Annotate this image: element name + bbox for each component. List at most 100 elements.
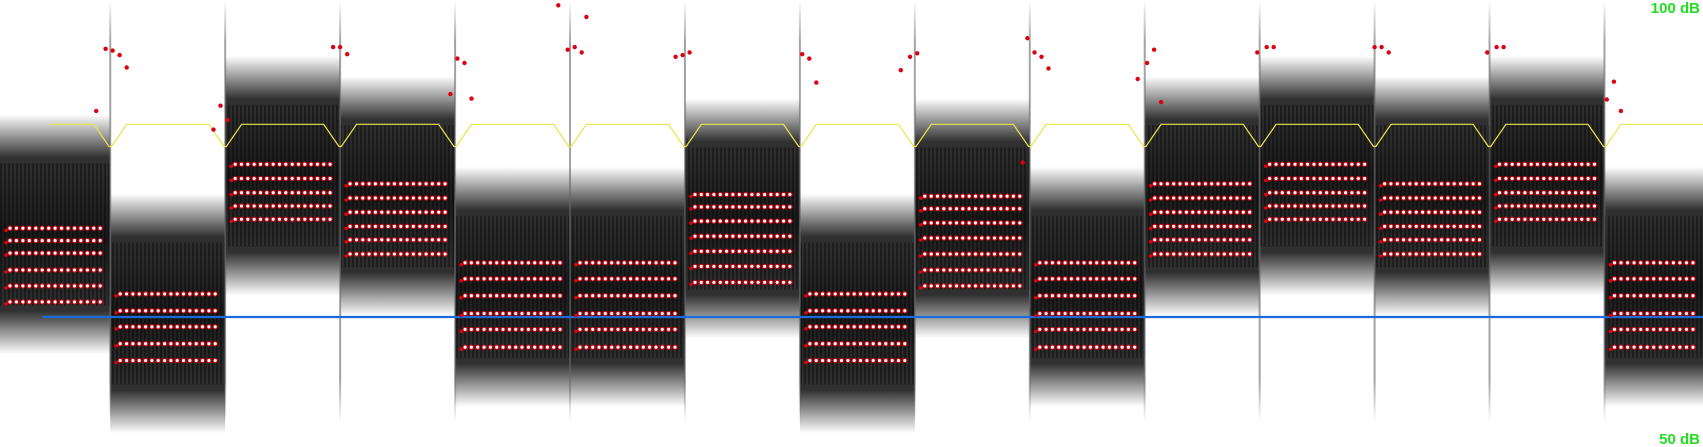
data-point-s15-r3-1 [1611, 293, 1618, 299]
data-point-s13-r1-2 [1388, 181, 1394, 187]
row-edge-point-s8-r4 [804, 343, 808, 348]
data-point-s1-r6-9 [58, 299, 65, 305]
data-point-s4-r5-15 [436, 237, 442, 243]
data-point-s9-r7-9 [972, 283, 979, 289]
data-point-s15-r3-10 [1670, 293, 1677, 299]
data-point-s7-r6-7 [730, 263, 736, 270]
data-point-s14-r4-5 [1522, 203, 1528, 209]
data-point-s13-r6-2 [1388, 251, 1394, 257]
data-point-s3-r1-13 [308, 161, 314, 167]
data-point-s10-r1-13 [1113, 260, 1119, 266]
data-point-s7-r6-15 [780, 263, 787, 270]
data-point-s12-r2-12 [1336, 175, 1342, 182]
data-point-s11-r3-15 [1240, 209, 1246, 215]
data-point-s4-r5-3 [360, 237, 366, 243]
data-point-s11-r4-8 [1196, 223, 1202, 230]
data-point-s7-r4-13 [768, 233, 774, 239]
data-point-s7-r4-5 [717, 233, 723, 239]
row-edge-point-s1-r3 [4, 253, 8, 257]
data-point-s11-r5-16 [1247, 237, 1253, 243]
data-point-s12-r1-15 [1355, 161, 1361, 167]
data-point-s2-r3-3 [130, 324, 136, 330]
data-point-s14-r3-9 [1547, 190, 1553, 196]
data-point-s11-r6-4 [1171, 251, 1177, 257]
data-point-s8-r2-2 [813, 308, 819, 314]
data-point-s10-r4-7 [1075, 310, 1081, 317]
data-point-s10-r4-15 [1125, 310, 1132, 317]
data-point-s5-r5-11 [525, 326, 532, 333]
data-point-s4-r6-1 [347, 251, 353, 257]
data-point-s5-r6-9 [513, 344, 519, 350]
data-point-s1-r1-7 [46, 225, 52, 231]
data-point-s11-r1-2 [1158, 181, 1164, 187]
data-point-s2-r2-16 [212, 308, 218, 314]
data-point-s9-r2-2 [928, 206, 934, 212]
data-point-s12-r5-13 [1342, 216, 1349, 222]
data-point-s12-r1-12 [1336, 161, 1342, 167]
data-point-s13-r5-10 [1438, 237, 1445, 243]
data-point-s5-r5-14 [544, 326, 551, 333]
data-point-s12-r1-14 [1349, 161, 1355, 167]
data-point-s15-r3-8 [1657, 293, 1663, 299]
data-point-s1-r6-10 [65, 299, 71, 305]
data-point-s15-r4-3 [1624, 310, 1631, 317]
data-point-s10-r5-7 [1075, 326, 1081, 333]
data-point-s3-r5-8 [276, 216, 283, 222]
data-point-s1-r5-9 [58, 283, 65, 289]
data-point-s15-r2-8 [1657, 276, 1663, 282]
data-point-s4-r2-4 [366, 195, 372, 201]
data-point-s6-r6-9 [627, 344, 634, 350]
data-point-s9-r6-10 [979, 267, 985, 273]
data-point-s1-r2-1 [7, 237, 13, 244]
data-point-s2-r1-13 [193, 291, 199, 297]
data-point-s6-r3-14 [659, 293, 665, 299]
row-edge-point-s14-r5 [1493, 219, 1498, 224]
data-point-s1-r6-7 [46, 299, 52, 305]
data-point-s13-r3-15 [1470, 209, 1476, 215]
data-point-s7-r6-14 [774, 263, 780, 270]
data-point-s12-r2-4 [1285, 175, 1292, 182]
data-point-s15-r1-9 [1664, 260, 1670, 266]
data-point-s9-r4-3 [934, 235, 941, 241]
data-point-s1-r3-4 [26, 250, 32, 256]
row-edge-point-s3-r4 [229, 206, 233, 210]
data-point-s13-r4-1 [1381, 223, 1388, 230]
data-point-s14-r4-6 [1528, 203, 1534, 209]
data-point-s7-r2-14 [774, 204, 780, 210]
data-point-s15-r4-10 [1670, 310, 1677, 317]
data-point-s3-r5-6 [264, 216, 270, 222]
data-point-s9-r4-8 [966, 235, 972, 241]
data-point-s13-r5-8 [1426, 237, 1432, 243]
data-point-s4-r5-12 [417, 237, 423, 243]
data-point-s2-r3-9 [168, 324, 174, 330]
data-point-s8-r4-7 [845, 341, 851, 347]
data-point-s7-r2-11 [755, 204, 761, 210]
data-point-s7-r4-7 [730, 233, 736, 239]
data-point-s5-r2-1 [462, 276, 468, 282]
data-point-s11-r2-5 [1177, 195, 1183, 201]
data-point-s5-r1-14 [544, 260, 551, 266]
data-point-s5-r3-13 [538, 293, 544, 299]
data-point-s6-r5-14 [659, 326, 665, 333]
data-point-s11-r3-13 [1228, 209, 1234, 215]
data-point-s12-r2-14 [1349, 175, 1355, 182]
data-point-s14-r4-10 [1553, 203, 1560, 209]
data-point-s10-r2-8 [1081, 276, 1087, 282]
data-point-s8-r3-2 [813, 324, 819, 330]
data-point-s12-r4-11 [1330, 203, 1336, 209]
row-edge-point-s15-r4 [1608, 313, 1613, 318]
data-point-s15-r3-2 [1618, 293, 1624, 299]
data-point-s13-r4-2 [1388, 223, 1394, 230]
data-point-s15-r6-12 [1683, 344, 1690, 350]
data-point-s3-r4-15 [321, 203, 327, 209]
data-point-s12-r4-7 [1304, 203, 1311, 209]
data-point-s11-r5-12 [1221, 237, 1227, 243]
energy-band-texture-15 [1604, 215, 1703, 358]
data-point-s2-r3-16 [212, 324, 218, 330]
data-point-s8-r3-13 [883, 324, 889, 330]
row-points-layer [4, 161, 1696, 365]
data-point-s4-r4-9 [398, 223, 404, 230]
data-point-s11-r4-3 [1164, 223, 1171, 230]
data-point-s14-r1-4 [1515, 161, 1522, 167]
data-point-s7-r3-8 [736, 218, 742, 224]
